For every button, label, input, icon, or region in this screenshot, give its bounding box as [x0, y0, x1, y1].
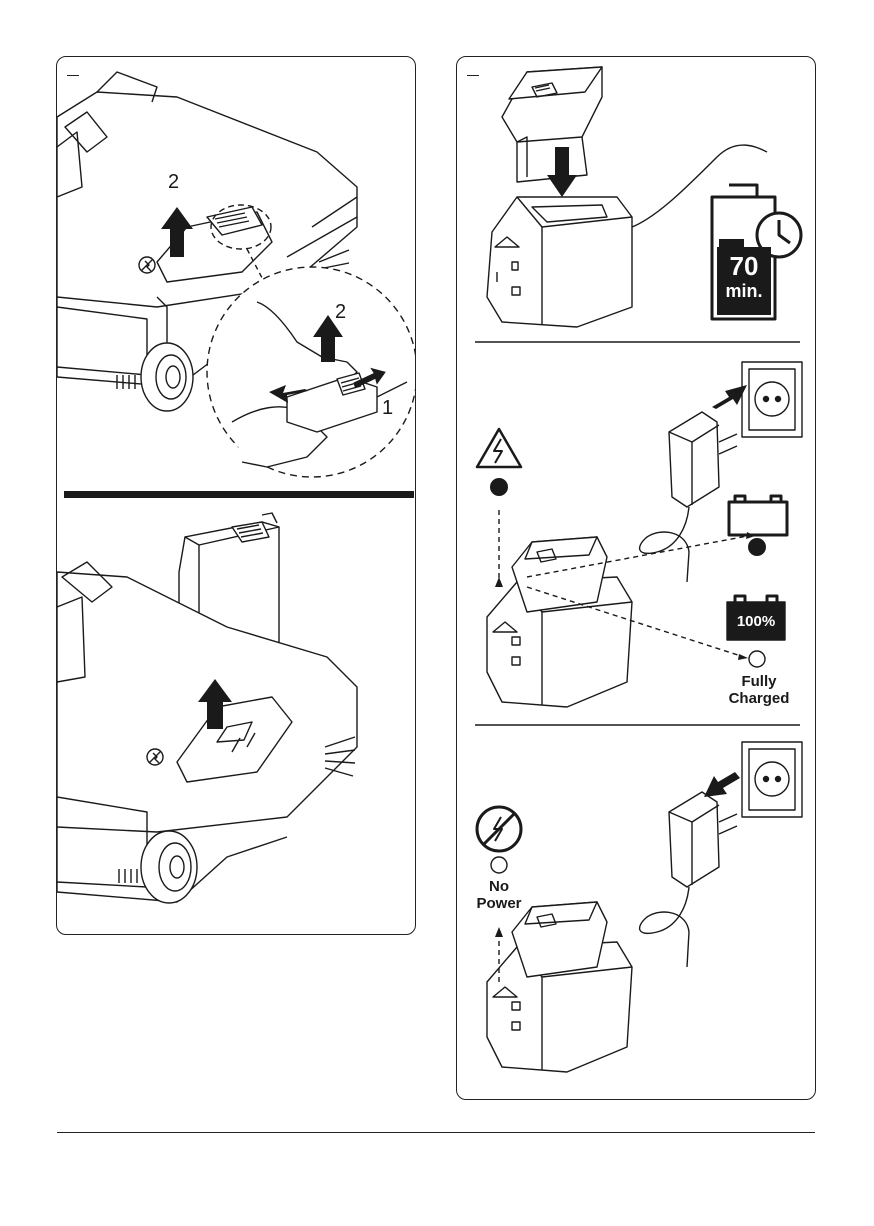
arrow-head-icon	[495, 577, 503, 587]
arrow-head-icon	[495, 927, 503, 937]
step-number-lift: 2	[168, 171, 179, 194]
right-instruction-panel: 70 min. 100% Fully Charged No Power	[456, 56, 816, 1100]
arrow-head-icon	[738, 654, 748, 660]
left-instruction-panel: 2 1 2	[56, 56, 416, 935]
arrow-down-insert-icon	[547, 147, 577, 197]
section-divider	[64, 491, 414, 498]
step-number-press: 1	[382, 397, 393, 420]
charging-scene	[477, 362, 802, 707]
indicator-led-power-on	[490, 478, 508, 496]
charging-illustration	[457, 57, 815, 1099]
arrow-head-icon	[746, 532, 755, 539]
indicator-led-charging	[748, 538, 766, 556]
fully-charged-label: Fully Charged	[721, 673, 797, 707]
step-number-lift-zoom: 2	[335, 301, 346, 324]
footer-rule	[57, 1132, 815, 1133]
runtime-unit: min.	[719, 281, 769, 301]
battery-removal-illustration	[57, 57, 415, 934]
arrow-unplug-icon	[704, 772, 740, 797]
runtime-value: 70	[719, 253, 769, 279]
no-power-label: No Power	[459, 878, 539, 912]
battery-full-label: 100%	[727, 613, 785, 630]
